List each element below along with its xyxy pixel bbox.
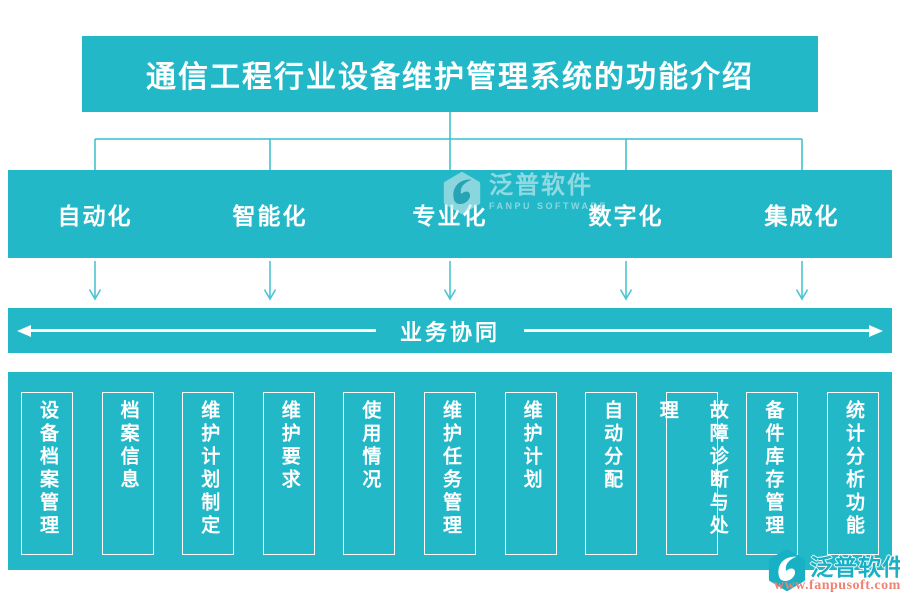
function-box-maintenance-requirements: 维护要求: [262, 392, 315, 555]
function-box-auto-assignment: 自动分配: [585, 392, 638, 555]
function-box-archive-info: 档案信息: [101, 392, 154, 555]
pillar-automation: 自动化: [57, 204, 133, 229]
function-box-fault-diagnosis: 故障诊断与处理: [657, 392, 728, 555]
collaboration-bar: 业务协同: [8, 308, 892, 353]
pillar-professional: 专业化: [412, 204, 488, 229]
function-box-statistics-analysis: 统计分析功能: [826, 392, 879, 555]
function-band: 设备档案管理 档案信息 维护计划制定 维护要求 使用情况 维护任务管理 维护计划…: [8, 372, 892, 570]
left-arrowhead-icon: [17, 324, 31, 337]
down-arrow-icon: [88, 261, 809, 301]
pillar-digital: 数字化: [588, 204, 664, 229]
fanpu-footer-logo: 泛普软件 www.fanpusoft.com: [758, 545, 900, 600]
function-box-maintenance-plan-making: 维护计划制定: [182, 392, 235, 555]
pillar-integration: 集成化: [764, 204, 840, 229]
right-arrowhead-icon: [869, 324, 884, 337]
pillar-intelligence: 智能化: [232, 204, 308, 229]
function-box-equipment-archive: 设备档案管理: [21, 392, 73, 555]
title-banner: 通信工程行业设备维护管理系统的功能介绍: [82, 36, 818, 112]
function-box-usage-status: 使用情况: [343, 392, 396, 555]
function-box-maintenance-plan: 维护计划: [504, 392, 557, 555]
fanpu-logo-icon: [768, 549, 806, 591]
page-title: 通信工程行业设备维护管理系统的功能介绍: [146, 61, 754, 94]
function-box-maintenance-task-mgmt: 维护任务管理: [423, 392, 476, 555]
arrow-line-left: [31, 329, 376, 332]
function-box-spare-parts-inventory: 备件库存管理: [746, 392, 799, 555]
pillar-bar: 自动化 智能化 专业化 数字化 集成化: [8, 170, 892, 258]
collaboration-label: 业务协同: [400, 319, 501, 345]
footer-website: www.fanpusoft.com: [774, 578, 900, 593]
arrow-line-right: [524, 329, 870, 332]
footer-brand: 泛普软件: [810, 555, 900, 580]
